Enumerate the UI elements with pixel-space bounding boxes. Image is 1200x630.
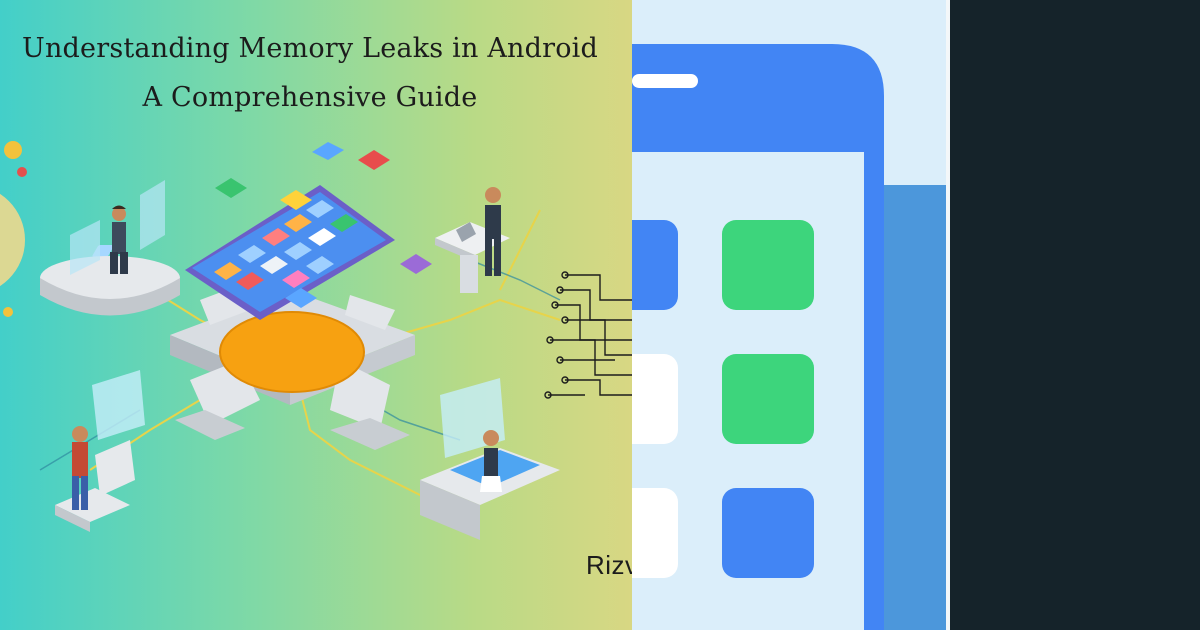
person-icon — [435, 187, 510, 293]
phone-frame-icon — [632, 44, 950, 630]
decor-dot-icon — [3, 307, 13, 317]
cover-title-line1: Understanding Memory Leaks in Android — [22, 33, 598, 64]
app-tile-icon — [632, 488, 678, 578]
cover-illustration-panel: Understanding Memory Leaks in Android A … — [0, 0, 632, 630]
cover-title-line2: A Comprehensive Guide — [142, 82, 478, 113]
app-tile-icon — [722, 488, 814, 578]
app-tile-icon — [215, 142, 432, 308]
person-icon — [55, 370, 145, 532]
phone-graphic-panel — [632, 0, 950, 630]
phone-illustration-icon — [92, 185, 395, 320]
decor-dot-icon — [17, 167, 27, 177]
author-name: Rizv — [586, 550, 632, 580]
platform-base-icon — [170, 285, 415, 450]
app-tile-icon — [722, 354, 814, 444]
circuit-icon — [544, 271, 632, 399]
person-icon — [40, 180, 180, 316]
app-tile-icon — [722, 220, 814, 310]
app-tile-icon — [632, 220, 678, 310]
dark-side-panel — [950, 0, 1200, 630]
app-tile-icon — [632, 354, 678, 444]
person-icon — [420, 378, 560, 540]
decor-dot-icon — [4, 141, 22, 159]
decor-bubble-icon — [0, 193, 25, 287]
panel-divider — [946, 0, 952, 630]
isometric-illustration — [0, 141, 632, 540]
